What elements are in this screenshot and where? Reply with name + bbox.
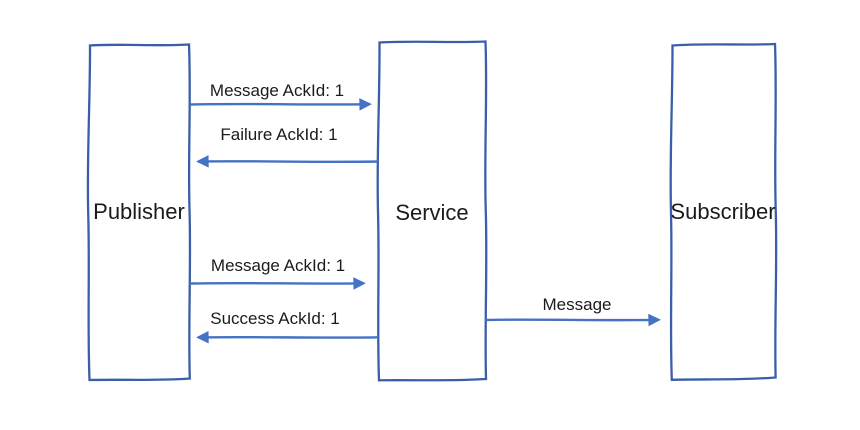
arrow-success-ackid-service-to-publisher — [196, 330, 379, 344]
arrow-message-service-to-subscriber — [484, 313, 661, 327]
service-box — [376, 40, 488, 382]
arrow-failure-ackid-service-to-publisher — [196, 155, 379, 168]
publisher-box — [86, 43, 192, 382]
subscriber-box — [669, 42, 778, 381]
